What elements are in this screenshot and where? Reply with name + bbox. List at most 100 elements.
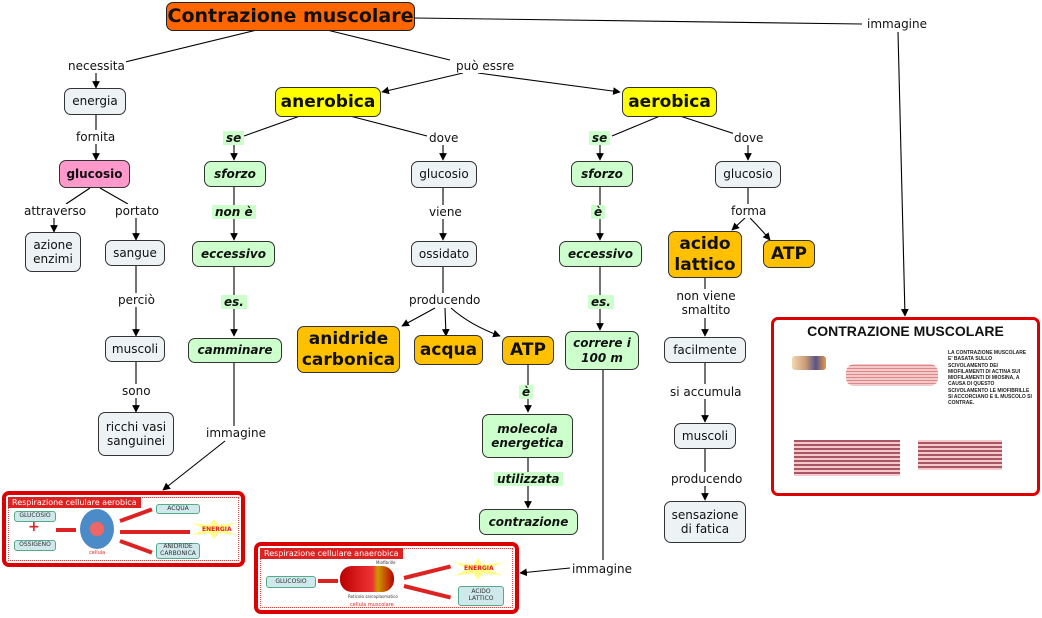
node-sensazione-fatica[interactable]: sensazione di fatica [664, 501, 746, 543]
node-sangue[interactable]: sangue [105, 240, 165, 266]
node-eccessivo-anaerobic[interactable]: eccessivo [192, 241, 275, 267]
link-label-se-anaerobic: se [223, 131, 245, 145]
node-glucosio-aerobic[interactable]: glucosio [715, 161, 781, 188]
link-label-se-aerobic: se [589, 131, 611, 145]
muscle-bundle-icon [792, 356, 826, 370]
link-glucosio-portato [99, 187, 129, 205]
node-acido-lattico[interactable]: acido lattico [668, 231, 742, 278]
sarcomere-rest-illustration [794, 440, 900, 476]
link-label-immagine-bottom: immagine [571, 562, 634, 576]
link-puoessre-anerobica [381, 72, 464, 95]
link-root-immagine [414, 17, 863, 25]
image-title: Respirazione cellulare anaerobica [260, 548, 403, 559]
muscle-cell-icon [340, 566, 394, 592]
node-camminare[interactable]: camminare [188, 338, 282, 363]
link-label-es-aerobic: es. [588, 295, 614, 309]
arrow-to-muscle [318, 579, 338, 583]
reticolo-label: Reticolo sarcoplasmatico [348, 594, 398, 599]
sarcomere-contracted-illustration [918, 440, 1002, 470]
node-glucosio-main[interactable]: glucosio [59, 160, 130, 188]
link-label-utilizzata: utilizzata [494, 472, 563, 486]
link-label-producendo-anaerobic: producendo [408, 293, 482, 307]
pill-acido-lattico: ACIDO LATTICO [458, 586, 504, 606]
node-atp-anaerobic[interactable]: ATP [502, 336, 554, 365]
node-anidride-carbonica[interactable]: anidride carbonica [297, 326, 400, 373]
energia-label: ENERGIA [202, 526, 232, 533]
link-label-dove-aerobic: dove [733, 131, 765, 145]
image-respirazione-anaerobica[interactable]: Respirazione cellulare anaerobica GLUCOS… [254, 542, 519, 614]
description-text: LA CONTRAZIONE MUSCOLARE E' BASATA SULLO… [948, 350, 1032, 406]
node-energia[interactable]: energia [64, 88, 126, 115]
pill-anidride: ANIDRIDE CARBONICA [156, 543, 200, 559]
link-label-puo-essre: può essre [455, 59, 516, 73]
node-sforzo-anaerobic[interactable]: sforzo [204, 161, 266, 187]
link-aerobica-dove [679, 115, 736, 135]
link-label-producendo-aerobic: producendo [670, 472, 744, 486]
link-anerobica-se [243, 115, 301, 137]
node-molecola-energetica[interactable]: molecola energetica [482, 414, 573, 458]
pill-ossigeno: OSSIGENO [14, 540, 56, 551]
node-sforzo-aerobic[interactable]: sforzo [571, 161, 633, 187]
node-azione-enzimi[interactable]: azione enzimi [25, 232, 81, 272]
energia-label: ENERGIA [464, 565, 494, 572]
link-label-forma: forma [730, 204, 768, 218]
link-root-puoessre [326, 29, 451, 61]
link-root-necessita [124, 29, 258, 63]
link-anerobica-dove [349, 115, 428, 137]
link-label-es-anaerobic: es. [221, 295, 247, 309]
link-label-e-aerobic: è [591, 205, 606, 219]
link-immagine-anaeroimg [519, 567, 571, 577]
link-label-immagine-left: immagine [205, 426, 268, 440]
link-producendo-anidride [401, 307, 436, 327]
link-producendo-atp [450, 307, 501, 338]
node-muscoli-right[interactable]: muscoli [674, 423, 736, 449]
link-label-viene: viene [428, 205, 463, 219]
image-title: Respirazione cellulare aerobica [8, 497, 141, 508]
pill-acqua: ACQUA [156, 504, 200, 514]
link-label-necessita: necessita [67, 59, 126, 73]
link-producendo-acqua [441, 307, 450, 337]
link-label-non-e: non è [212, 205, 256, 219]
arrow-to-cell [56, 528, 76, 532]
link-label-e-atp: è [519, 385, 534, 399]
link-label-portato: portato [114, 204, 160, 218]
link-immagine-aeroimg [162, 440, 226, 491]
node-contrazione[interactable]: contrazione [479, 509, 578, 535]
cell-label: cellula muscolare [350, 602, 394, 608]
node-correre[interactable]: correre i 100 m [565, 331, 639, 370]
link-label-sono: sono [121, 384, 152, 398]
node-ossidato[interactable]: ossidato [411, 241, 477, 267]
image-contrazione-muscolare[interactable]: CONTRAZIONE MUSCOLARE LA CONTRAZIONE MUS… [771, 317, 1040, 496]
link-label-si-accumula: si accumula [669, 385, 743, 399]
cell-icon [80, 509, 114, 549]
node-ricchi-vasi[interactable]: ricchi vasi sanguinei [98, 412, 174, 456]
link-immagine-image [897, 31, 909, 317]
image-title: CONTRAZIONE MUSCOLARE [807, 323, 1004, 339]
link-label-percio: perciò [117, 293, 156, 307]
pill-glucosio: GLUCOSIO [14, 511, 56, 522]
node-anerobica[interactable]: anerobica [275, 87, 381, 117]
plus-sign: + [28, 519, 40, 535]
link-aerobica-se [611, 115, 661, 137]
node-acqua[interactable]: acqua [414, 335, 483, 365]
link-label-dove-anaerobic: dove [428, 131, 460, 145]
node-aerobica[interactable]: aerobica [622, 87, 717, 117]
node-facilmente[interactable]: facilmente [664, 337, 746, 363]
image-respirazione-aerobica[interactable]: Respirazione cellulare aerobica GLUCOSIO… [2, 491, 245, 567]
link-label-non-viene-smaltito: non viene smaltito [675, 289, 737, 317]
arrow-to-energia [120, 530, 190, 534]
cell-label: cellula [89, 550, 106, 556]
link-label-fornita: fornita [75, 130, 117, 144]
link-label-immagine-top: immagine [866, 17, 929, 31]
node-muscoli-left[interactable]: muscoli [105, 336, 165, 362]
myofibril-illustration [846, 364, 938, 386]
node-contrazione-muscolare[interactable]: Contrazione muscolare [166, 2, 415, 31]
node-glucosio-anaerobic[interactable]: glucosio [411, 161, 477, 188]
link-glucosio-attraverso [65, 187, 91, 205]
node-eccessivo-aerobic[interactable]: eccessivo [559, 241, 642, 267]
miofibrille-label: Miofibrille [376, 560, 396, 565]
pill-glucosio: GLUCOSIO [266, 576, 316, 588]
node-atp-aerobic[interactable]: ATP [763, 240, 815, 268]
link-label-attraverso: attraverso [23, 204, 88, 218]
